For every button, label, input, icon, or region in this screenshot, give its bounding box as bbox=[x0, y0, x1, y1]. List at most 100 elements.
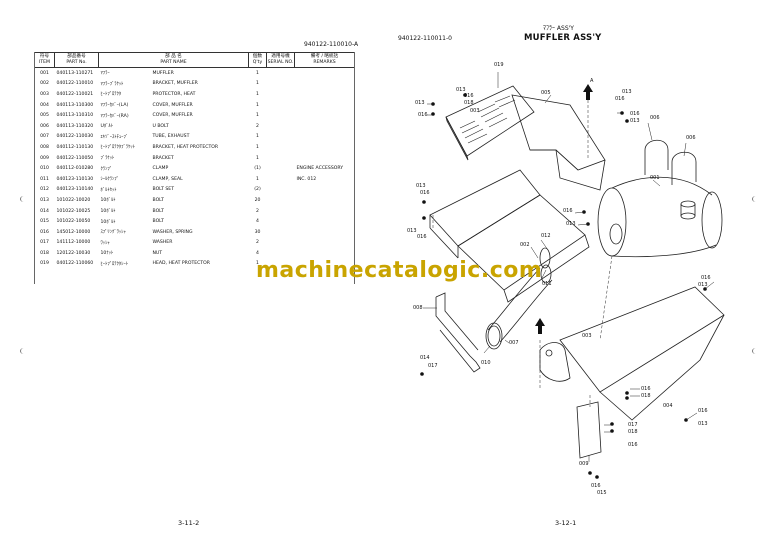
cell-serial bbox=[267, 121, 295, 132]
cell-jp: Uﾎﾞﾙﾄ bbox=[100, 124, 114, 130]
label-016: 016 bbox=[464, 93, 474, 99]
cell-name: CLAMP bbox=[152, 166, 169, 172]
heat-protector-part bbox=[445, 85, 535, 161]
cell-qty: 1 bbox=[256, 176, 259, 182]
cell-part: 101022-10020 bbox=[56, 197, 91, 203]
muffler-body-part bbox=[597, 176, 723, 258]
cell-part: 040112-110130 bbox=[56, 144, 94, 150]
cell-part: 040123-110140 bbox=[56, 187, 94, 193]
cell-jp: ﾜｯｼｬ bbox=[100, 240, 110, 246]
cell-part: 040122-110021 bbox=[56, 91, 94, 97]
label-016: 016 bbox=[628, 442, 638, 448]
cell-serial bbox=[267, 185, 295, 196]
label-016: 016 bbox=[615, 96, 625, 102]
cell-part: 040122-110050 bbox=[56, 155, 94, 161]
cell-qty: 1 bbox=[256, 91, 259, 97]
label-013: 013 bbox=[407, 228, 417, 234]
cell-jp: ﾏﾌﾗｰﾌﾞﾗｹｯﾄ bbox=[100, 81, 124, 87]
cell-serial bbox=[267, 206, 295, 217]
cell-item: 002 bbox=[40, 81, 49, 87]
margin-mark bbox=[20, 348, 27, 354]
cell-item: 007 bbox=[40, 134, 49, 140]
cell-name: COVER, MUFFLER bbox=[152, 113, 193, 119]
u-bolt-part bbox=[671, 151, 697, 185]
label-003: 003 bbox=[470, 108, 480, 114]
cell-serial bbox=[267, 163, 295, 174]
label-013: 013 bbox=[622, 89, 632, 95]
table-right-rule bbox=[354, 52, 355, 284]
cell-remarks bbox=[295, 227, 355, 238]
cell-item: 008 bbox=[40, 144, 49, 150]
label-016: 016 bbox=[698, 408, 708, 414]
exhaust-tube-part bbox=[485, 264, 553, 350]
cell-name: WASHER, SPRING bbox=[152, 229, 193, 235]
cell-name: PROTECTOR, HEAT bbox=[152, 91, 196, 97]
label-013: 013 bbox=[630, 118, 640, 124]
cell-part: 120122-10030 bbox=[56, 250, 91, 256]
cell-item: 006 bbox=[40, 123, 49, 129]
cell-remarks bbox=[295, 68, 355, 79]
left-page-number: 3-11-2 bbox=[178, 519, 200, 527]
cell-name: BRACKET, HEAT PROTECTOR bbox=[152, 144, 219, 150]
cell-qty: 1 bbox=[256, 134, 259, 140]
cell-jp: ｼｰﾙｸﾗﾝﾌﾟ bbox=[100, 177, 119, 183]
cell-serial bbox=[267, 68, 295, 79]
bracket-part bbox=[576, 401, 602, 459]
cell-item: 019 bbox=[40, 261, 49, 267]
muffler-bracket-part bbox=[429, 169, 590, 303]
cell-qty: 1 bbox=[256, 261, 259, 267]
cell-remarks bbox=[295, 132, 355, 143]
cell-qty: 1 bbox=[256, 155, 259, 161]
label-013: 013 bbox=[698, 282, 708, 288]
cell-remarks bbox=[295, 121, 355, 132]
label-013: 013 bbox=[698, 421, 708, 427]
cell-part: 040122-110010 bbox=[56, 81, 94, 87]
cell-qty: 1 bbox=[256, 113, 259, 119]
cell-name: WASHER bbox=[152, 240, 173, 246]
label-018: 018 bbox=[628, 429, 638, 435]
label-011: 011 bbox=[542, 281, 552, 287]
label-016: 016 bbox=[701, 275, 711, 281]
cell-item: 016 bbox=[40, 229, 49, 235]
label-a: A bbox=[538, 323, 542, 329]
seal-clamp-part bbox=[539, 247, 551, 269]
cell-item: 015 bbox=[40, 219, 49, 225]
cell-qty: 2 bbox=[256, 240, 259, 246]
label-009: 009 bbox=[579, 461, 589, 467]
cell-item: 017 bbox=[40, 240, 49, 246]
cell-qty: 1 bbox=[256, 70, 259, 76]
cell-jp: ｽﾌﾟﾘﾝｸﾞﾜｯｼｬ bbox=[100, 230, 126, 236]
label-015: 015 bbox=[597, 490, 607, 496]
cell-part: 040113-110310 bbox=[56, 113, 94, 119]
cell-serial bbox=[267, 238, 295, 249]
cell-serial bbox=[267, 89, 295, 100]
arrow-markers bbox=[535, 84, 593, 334]
cell-jp: ｴｷｿﾞｰｽﾄﾁｭｰﾌﾞ bbox=[100, 134, 129, 140]
cell-name: BRACKET, MUFFLER bbox=[152, 81, 198, 87]
cell-qty: (2) bbox=[254, 187, 261, 193]
label-019: 019 bbox=[494, 62, 504, 68]
label-001: 001 bbox=[650, 175, 660, 181]
cell-name: MUFFLER bbox=[152, 70, 174, 76]
cell-remarks: ENGINE ACCESSORY bbox=[296, 166, 344, 172]
cell-serial bbox=[267, 100, 295, 111]
cell-jp: ﾏﾌﾗｰｶﾊﾞｰ(RA) bbox=[100, 113, 129, 119]
cell-qty: 20 bbox=[254, 197, 261, 203]
cell-part: 040122-110060 bbox=[56, 261, 94, 267]
cell-item: 009 bbox=[40, 155, 49, 161]
cell-part: 040112-010280 bbox=[56, 166, 94, 172]
cell-jp: 10ﾎﾞﾙﾄ bbox=[100, 198, 116, 204]
label-005: 005 bbox=[541, 90, 551, 96]
cell-remarks bbox=[295, 79, 355, 90]
diagram-title-jp: ﾏﾌﾗｰ ASS'Y bbox=[543, 25, 574, 32]
cell-item: 001 bbox=[40, 70, 49, 76]
